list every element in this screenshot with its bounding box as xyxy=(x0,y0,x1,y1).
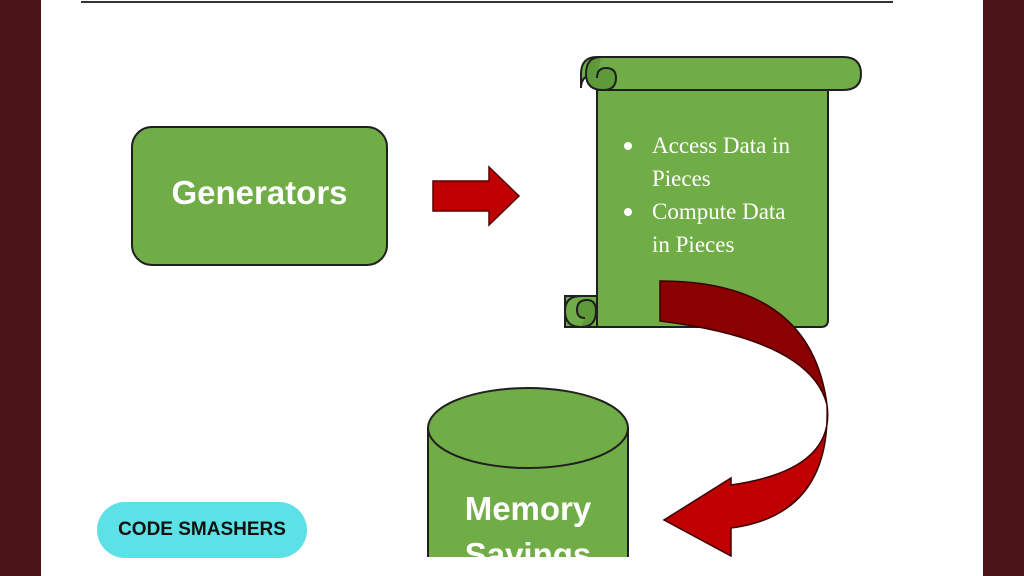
bullet-dot xyxy=(624,142,632,150)
scroll-bullet-list: Access Data in Pieces Compute Data in Pi… xyxy=(624,133,790,257)
diagram-canvas: Generators Access Data in Pieces Compute… xyxy=(41,0,983,576)
bullet-1-line-2: Pieces xyxy=(652,166,711,191)
generators-box: Generators xyxy=(131,126,388,266)
scroll-shape xyxy=(563,56,863,328)
bullet-2-line-1: Compute Data xyxy=(652,199,786,224)
curved-arrow xyxy=(659,280,829,558)
badge-label: CODE SMASHERS xyxy=(118,519,286,540)
generators-label: Generators xyxy=(171,174,347,211)
bullet-1-line-1: Access Data in xyxy=(652,133,790,158)
bullet-2-line-2: in Pieces xyxy=(652,232,734,257)
memory-savings-cylinder: Memory Savings xyxy=(427,387,629,576)
flow-diagram: Generators Access Data in Pieces Compute… xyxy=(81,1,893,576)
cylinder-label-line-1: Memory xyxy=(465,490,592,527)
right-arrow xyxy=(432,165,521,227)
code-smashers-badge: CODE SMASHERS xyxy=(97,502,307,558)
bullet-dot xyxy=(624,208,632,216)
bottom-strip xyxy=(41,557,983,576)
